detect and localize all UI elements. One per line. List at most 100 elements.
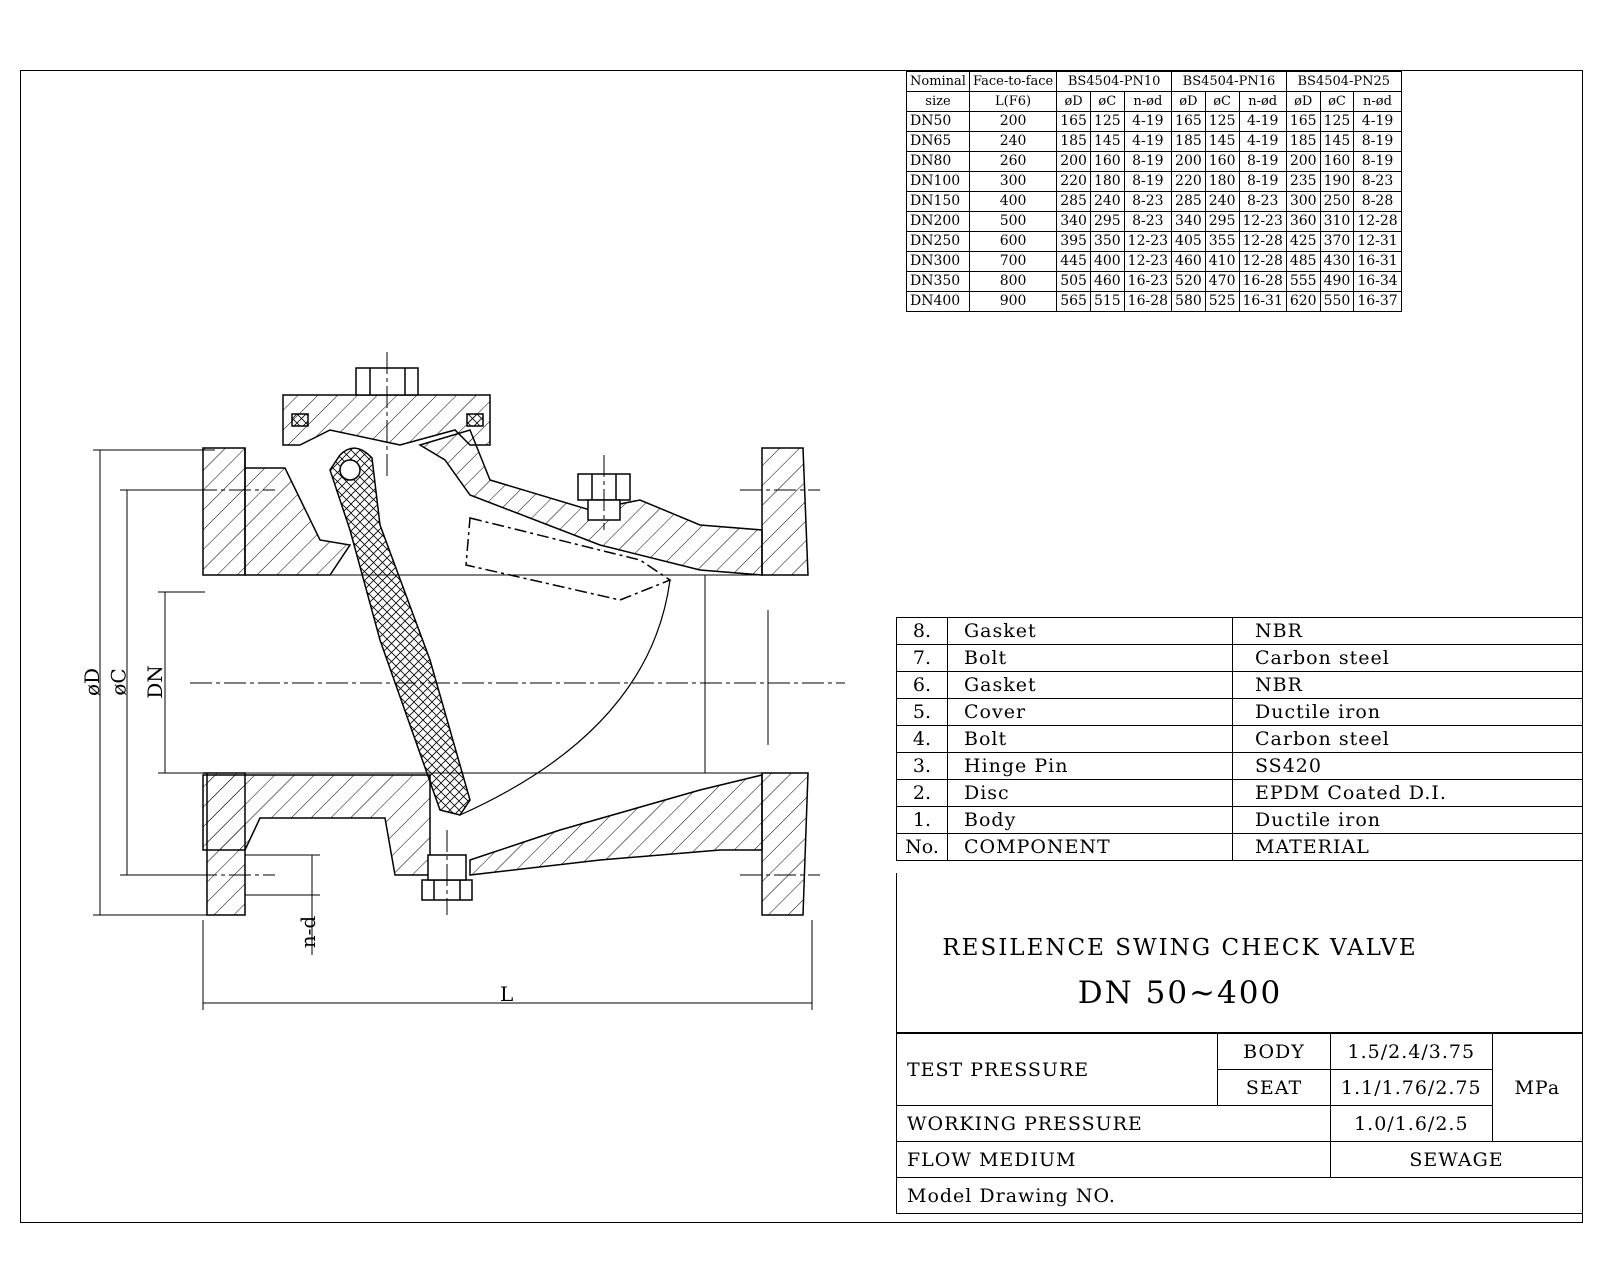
part-component: Gasket bbox=[947, 671, 1233, 699]
dimension-cell: 12-28 bbox=[1238, 251, 1287, 272]
dimension-cell: 240 bbox=[968, 131, 1058, 152]
part-component: Gasket bbox=[947, 617, 1233, 645]
dimension-cell: 490 bbox=[1319, 271, 1355, 292]
nominal-size-cell: DN150 bbox=[906, 191, 970, 212]
sub-header-oc: øC bbox=[1204, 91, 1240, 112]
dimension-cell: 525 bbox=[1204, 291, 1240, 312]
part-number: 6. bbox=[896, 671, 948, 699]
part-number: 8. bbox=[896, 617, 948, 645]
dimension-cell: 8-23 bbox=[1238, 191, 1287, 212]
dimension-cell: 300 bbox=[968, 171, 1058, 192]
dimension-cell: 16-37 bbox=[1353, 291, 1402, 312]
part-number: 1. bbox=[896, 806, 948, 834]
dimension-cell: 700 bbox=[968, 251, 1058, 272]
dimension-cell: 160 bbox=[1089, 151, 1125, 172]
dimension-cell: 900 bbox=[968, 291, 1058, 312]
dimension-cell: 145 bbox=[1319, 131, 1355, 152]
dimension-cell: 600 bbox=[968, 231, 1058, 252]
part-number: 7. bbox=[896, 644, 948, 672]
dimension-cell: 8-19 bbox=[1238, 171, 1287, 192]
nominal-size-cell: DN400 bbox=[906, 291, 970, 312]
dimension-cell: 16-31 bbox=[1353, 251, 1402, 272]
dimension-cell: 400 bbox=[1089, 251, 1125, 272]
dimension-cell: 445 bbox=[1056, 251, 1091, 272]
dimension-cell: 340 bbox=[1056, 211, 1091, 232]
sub-header-od: øD bbox=[1171, 91, 1206, 112]
dimension-cell: 8-28 bbox=[1353, 191, 1402, 212]
sub-header-oc: øC bbox=[1089, 91, 1125, 112]
dimension-cell: 240 bbox=[1089, 191, 1125, 212]
part-material: Carbon steel bbox=[1232, 644, 1583, 672]
dimension-cell: 160 bbox=[1319, 151, 1355, 172]
dimension-cell: 4-19 bbox=[1123, 111, 1173, 132]
dimension-cell: 16-28 bbox=[1123, 291, 1173, 312]
dimension-cell: 620 bbox=[1285, 291, 1321, 312]
dimension-cell: 500 bbox=[968, 211, 1058, 232]
dimension-cell: 185 bbox=[1171, 131, 1206, 152]
dimension-cell: 4-19 bbox=[1238, 111, 1287, 132]
flange-dimension-table: Nominal Face-to-face BS4504-PN10 BS4504-… bbox=[906, 71, 1402, 312]
title-block: RESILENCE SWING CHECK VALVE DN 50~400 bbox=[896, 873, 1583, 1033]
dimension-cell: 395 bbox=[1056, 231, 1091, 252]
dimension-cell: 285 bbox=[1171, 191, 1206, 212]
part-component: Hinge Pin bbox=[947, 752, 1233, 780]
sub-header-nd: n-ød bbox=[1353, 91, 1402, 112]
dimension-cell: 8-19 bbox=[1353, 131, 1402, 152]
test-pressure-label: TEST PRESSURE bbox=[896, 1033, 1218, 1106]
dimension-cell: 4-19 bbox=[1123, 131, 1173, 152]
dimension-cell: 800 bbox=[968, 271, 1058, 292]
dimension-cell: 8-19 bbox=[1123, 151, 1173, 172]
nominal-size-cell: DN65 bbox=[906, 131, 970, 152]
part-material: EPDM Coated D.I. bbox=[1232, 779, 1583, 807]
disc bbox=[329, 447, 471, 816]
dimension-cell: 4-19 bbox=[1238, 131, 1287, 152]
dimension-cell: 430 bbox=[1319, 251, 1355, 272]
working-pressure-value: 1.0/1.6/2.5 bbox=[1330, 1105, 1493, 1142]
dimension-cell: 12-23 bbox=[1123, 251, 1173, 272]
oc-label: øC bbox=[106, 668, 131, 696]
dimension-cell: 410 bbox=[1204, 251, 1240, 272]
dimension-cell: 425 bbox=[1285, 231, 1321, 252]
dimension-cell: 235 bbox=[1285, 171, 1321, 192]
part-component: Body bbox=[947, 806, 1233, 834]
part-number: 5. bbox=[896, 698, 948, 726]
nominal-size-cell: DN350 bbox=[906, 271, 970, 292]
dimension-cell: 470 bbox=[1204, 271, 1240, 292]
dimension-cell: 12-31 bbox=[1353, 231, 1402, 252]
dimension-cell: 400 bbox=[968, 191, 1058, 212]
nominal-size-cell: DN80 bbox=[906, 151, 970, 172]
dimension-cell: 200 bbox=[1056, 151, 1091, 172]
dimension-cell: 220 bbox=[1056, 171, 1091, 192]
pn16-header: BS4504-PN16 bbox=[1171, 71, 1287, 92]
drawing-title: RESILENCE SWING CHECK VALVE bbox=[942, 935, 1418, 961]
dimension-cell: 165 bbox=[1285, 111, 1321, 132]
dn-label: DN bbox=[142, 665, 167, 699]
dimension-cell: 125 bbox=[1089, 111, 1125, 132]
dimension-cell: 360 bbox=[1285, 211, 1321, 232]
dimension-cell: 145 bbox=[1089, 131, 1125, 152]
dimension-cell: 12-28 bbox=[1238, 231, 1287, 252]
part-number: 2. bbox=[896, 779, 948, 807]
sub-header-nd: n-ød bbox=[1123, 91, 1173, 112]
sub-header-od: øD bbox=[1056, 91, 1091, 112]
dimension-cell: 16-34 bbox=[1353, 271, 1402, 292]
sub-header-oc: øC bbox=[1319, 91, 1355, 112]
drawing-size-range: DN 50~400 bbox=[1077, 975, 1283, 1011]
dimension-cell: 16-28 bbox=[1238, 271, 1287, 292]
body-lower-wall bbox=[202, 774, 431, 876]
flow-medium-value: SEWAGE bbox=[1330, 1141, 1583, 1178]
dimension-cell: 190 bbox=[1319, 171, 1355, 192]
